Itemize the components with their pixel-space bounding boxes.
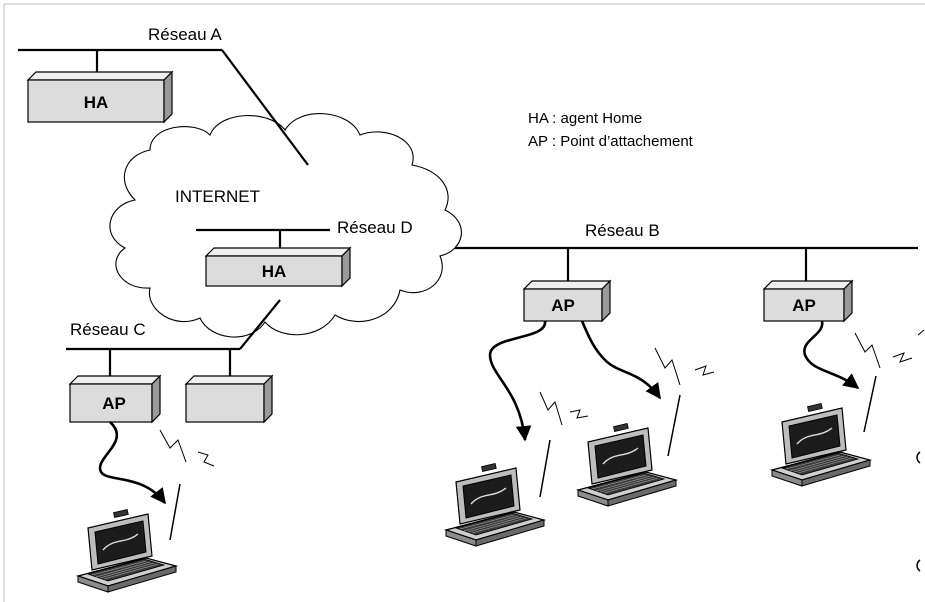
network-c-label: Réseau C: [70, 320, 146, 339]
laptop-c: [77, 483, 181, 593]
legend-line-2: AP : Point d’attachement: [528, 133, 694, 150]
wireless-arrow-b1b: [580, 320, 662, 400]
access-point-b2: AP: [762, 279, 854, 323]
network-c-link: [239, 299, 281, 350]
wireless-links: [98, 320, 860, 505]
network-a: Réseau A: [18, 25, 309, 166]
wireless-arrow-b1a: [488, 320, 547, 442]
home-agent-d-label: HA: [262, 262, 287, 281]
internet-cloud: INTERNET: [109, 113, 462, 338]
radio-signals: [159, 329, 925, 467]
wireless-arrow-b2: [803, 320, 860, 390]
legend: HA : agent Home AP : Point d’attachement: [528, 110, 694, 150]
network-a-link: [221, 49, 309, 166]
network-d: Réseau D: [196, 218, 413, 248]
home-agent-a: HA: [26, 70, 174, 124]
host-box-c: [184, 374, 274, 424]
access-point-c: AP: [68, 374, 162, 424]
access-point-c-label: AP: [102, 394, 126, 413]
network-b: Réseau B: [455, 221, 918, 281]
internet-label: INTERNET: [175, 187, 260, 206]
home-agent-a-label: HA: [84, 93, 109, 112]
legend-line-1: HA : agent Home: [528, 110, 642, 127]
access-point-b1-label: AP: [551, 296, 575, 315]
laptop-b1a: [445, 439, 551, 547]
network-b-label: Réseau B: [585, 221, 660, 240]
access-point-b2-label: AP: [792, 296, 816, 315]
access-point-b1: AP: [522, 279, 612, 323]
wireless-arrow-c: [98, 421, 167, 505]
laptop-b1b: [577, 394, 681, 507]
edge-fragments: [916, 451, 921, 572]
home-agent-d: HA: [204, 246, 352, 288]
network-d-label: Réseau D: [337, 218, 413, 237]
network-a-label: Réseau A: [148, 25, 222, 44]
laptop-b2: [771, 375, 877, 487]
